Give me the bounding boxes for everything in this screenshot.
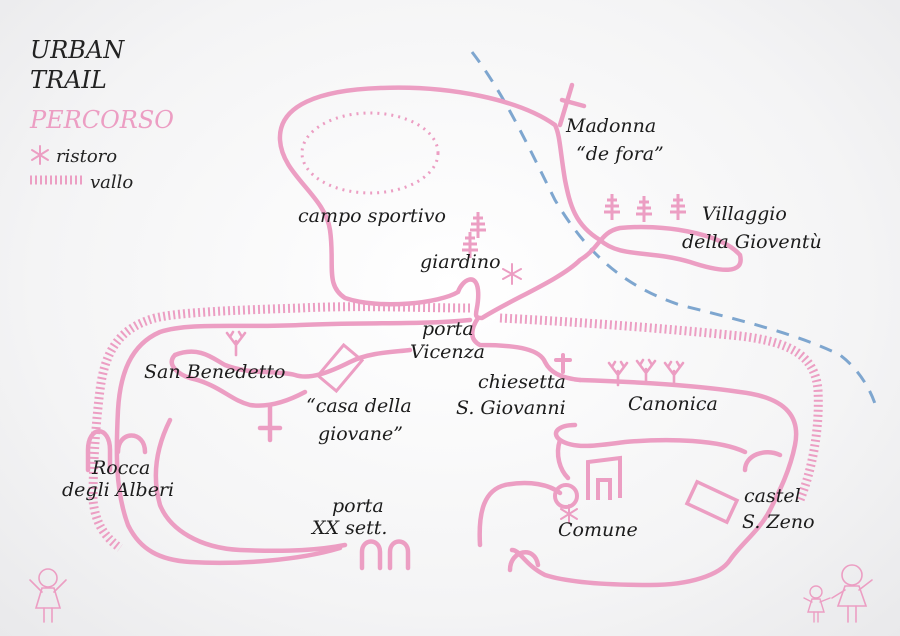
asterisk-icon [31,145,49,165]
label-giardino: giardino [420,251,501,273]
tree-icon [634,194,654,224]
vallo-wall [88,302,471,552]
comune-building-icon [553,455,622,509]
label-campo-sportivo: campo sportivo [298,205,446,227]
label-casa-1: “casa della [306,395,412,417]
label-rocca-1: Rocca [91,457,150,479]
child-figure-icon [803,585,831,623]
castle-icon [684,479,740,525]
label-madonna-2: “de fora” [576,143,664,165]
cross-icon [557,82,587,128]
campo-sportivo-field [300,111,440,195]
label-villaggio-1: Villaggio [702,203,787,225]
tree-icon [225,330,247,357]
label-madonna-1: Madonna [565,115,656,137]
legend-title-line1: URBAN [30,36,125,64]
label-porta-vicenza-1: porta [422,318,474,340]
label-porta-xx-1: porta [332,495,384,517]
label-chiesetta-1: chiesetta [478,371,566,393]
legend-vallo-label: vallo [90,172,133,193]
legend: URBAN TRAIL PERCORSO ristoro vallo [29,36,174,193]
label-castel-1: castel [744,485,801,507]
label-san-benedetto: San Benedetto [144,361,285,383]
label-porta-xx-2: XX sett. [310,517,387,539]
gate-arches [85,429,783,573]
label-villaggio-2: della Gioventù [682,231,822,253]
tree-icon [668,192,688,222]
label-canonica: Canonica [628,393,718,415]
tree-icon [468,210,488,240]
legend-title-line2: TRAIL [30,66,107,94]
label-chiesetta-2: S. Giovanni [456,397,566,419]
label-comune: Comune [558,519,638,541]
trail-route [114,85,799,588]
tree-icon [602,192,622,222]
label-porta-vicenza-2: Vicenza [410,341,485,363]
tree-icon [663,360,685,387]
tree-icon [635,358,657,385]
river-line [470,51,879,411]
legend-ristoro-label: ristoro [56,146,117,167]
label-rocca-2: degli Alberi [62,479,174,501]
child-figure-icon [29,568,67,623]
child-figure-icon [831,564,873,623]
vallo-wall-east [499,313,823,502]
asterisk-icon [502,263,578,524]
legend-subtitle: PERCORSO [29,106,174,134]
label-castel-2: S. Zeno [742,511,815,533]
cross-icon [257,402,283,443]
casa-building-icon [315,342,365,394]
cross-icon [554,353,572,374]
label-casa-2: giovane” [318,423,403,445]
